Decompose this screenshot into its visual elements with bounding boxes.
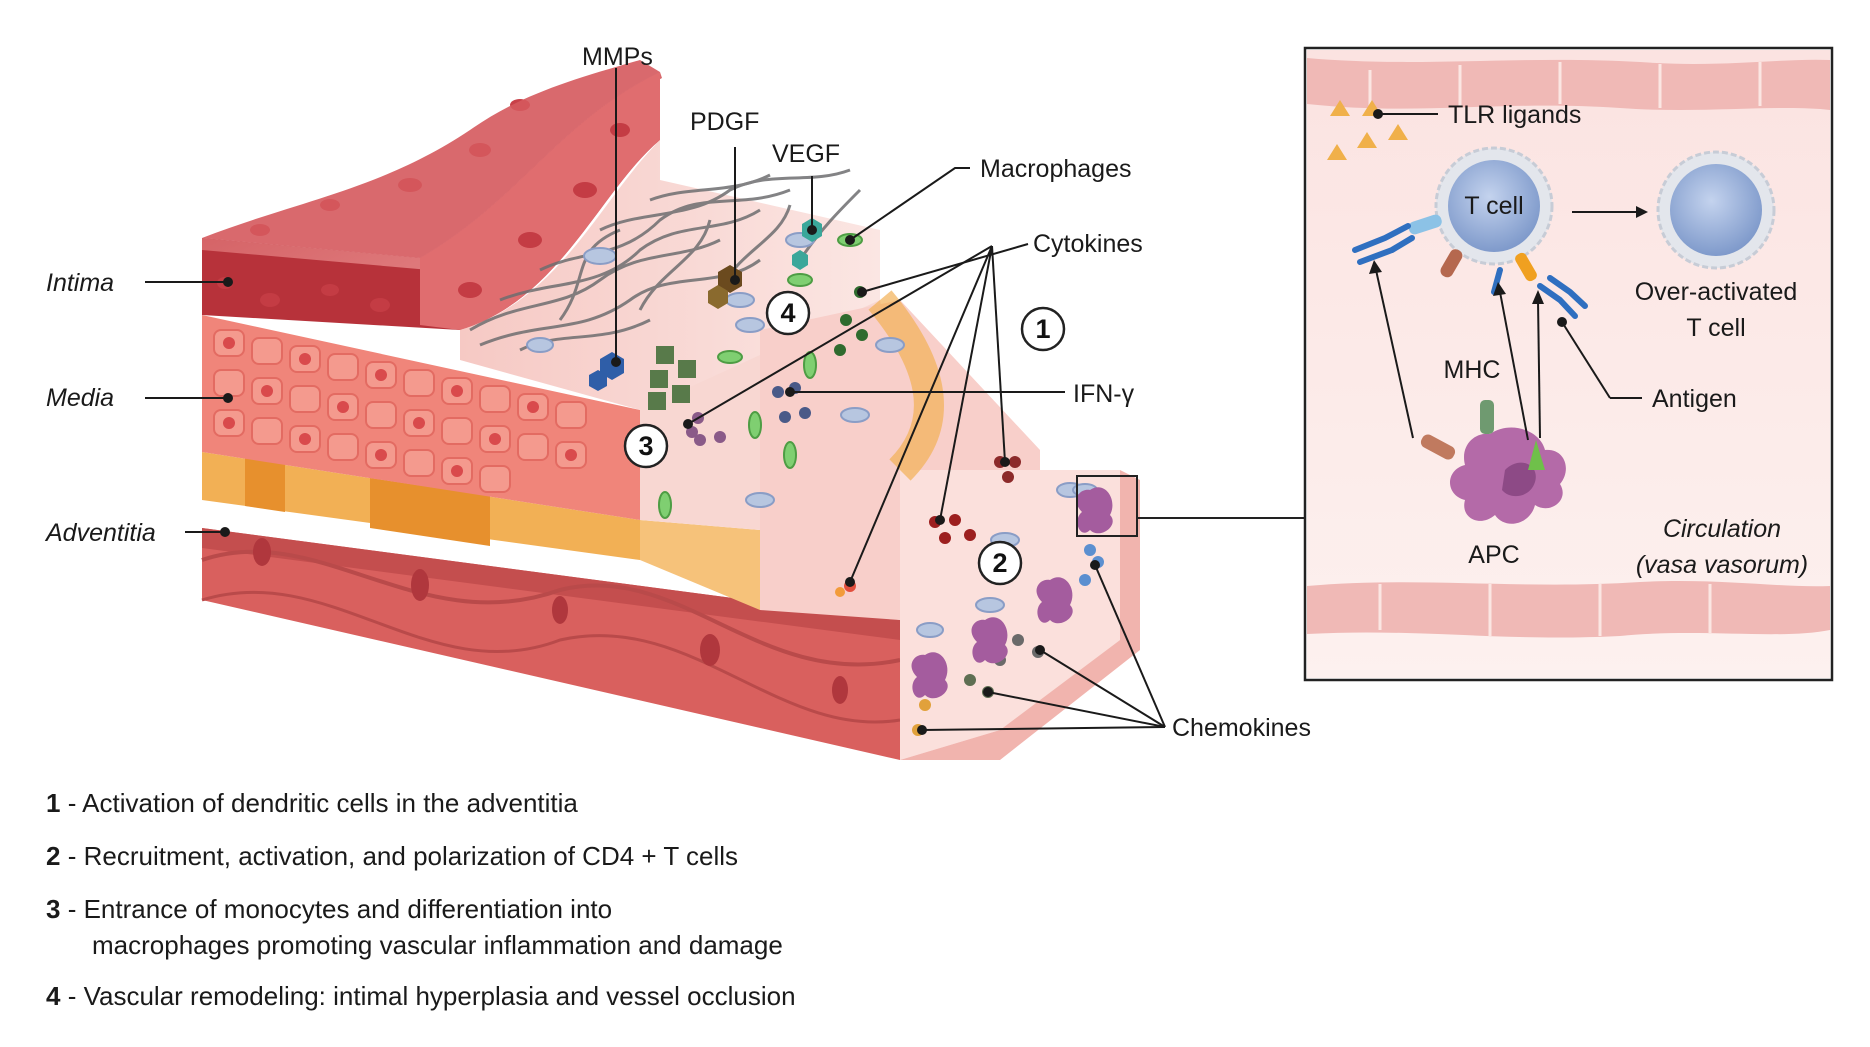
vegf-label: VEGF [772,140,840,168]
intima-label: Intima [46,269,114,297]
over-activated-label-line1: Over-activated [1635,278,1798,306]
tlr-ligands-label: TLR ligands [1448,101,1581,129]
legend-number: 1 [46,788,61,818]
svg-text:1: 1 [1035,314,1050,344]
legend-item-2: 2 - Recruitment, activation, and polariz… [46,838,738,874]
pdgf-label: PDGF [690,108,759,136]
apc-label: APC [1468,541,1519,569]
chemokines-label: Chemokines [1172,714,1311,742]
step-marker-1: 1 [1020,306,1066,352]
legend-number: 3 [46,894,61,924]
adventitia-label: Adventitia [44,519,156,547]
leader-lines [145,68,1166,731]
mhc-label: MHC [1444,356,1501,384]
cytokines-label: Cytokines [1033,230,1143,258]
over-activated-label-line2: T cell [1686,314,1745,342]
legend-text: - Entrance of monocytes and differentiat… [67,894,613,924]
legend-number: 2 [46,841,61,871]
over-activated-t-cell [1656,150,1776,270]
legend-text: - Recruitment, activation, and polarizat… [67,841,739,871]
legend-text: - Vascular remodeling: intimal hyperplas… [67,981,796,1011]
inset-source-box [1076,475,1138,537]
svg-text:2: 2 [992,548,1007,578]
step-marker-4: 4 [765,290,811,336]
svg-text:3: 3 [638,431,653,461]
media-label: Media [46,384,114,412]
step-marker-3: 3 [623,423,669,469]
mmps-label: MMPs [582,43,653,71]
artery-wall-illustration [201,60,1305,760]
step-marker-2: 2 [977,540,1023,586]
legend-item-1: 1 - Activation of dendritic cells in the… [46,785,578,821]
legend-number: 4 [46,981,61,1011]
inset-panel: TLR ligands T cell Over-activated T cell [1303,46,1834,682]
mmp-molecules [589,352,624,391]
legend-item-3: 3 - Entrance of monocytes and differenti… [46,891,783,963]
t-cell-label: T cell [1464,192,1523,220]
circulation-label-line1: Circulation [1663,515,1781,543]
ifn-gamma-label: IFN-γ [1073,380,1135,408]
svg-text:4: 4 [780,298,795,328]
legend-text-continued: macrophages promoting vascular inflammat… [92,930,783,960]
leader-dots [220,225,1100,735]
t-cell [1434,146,1554,266]
macrophages-label: Macrophages [980,155,1131,183]
ifn-gamma-particles [686,382,811,446]
antigen-label: Antigen [1652,385,1737,413]
legend-text: - Activation of dendritic cells in the a… [67,788,578,818]
legend-item-4: 4 - Vascular remodeling: intimal hyperpl… [46,978,796,1014]
growth-factor-squares [648,346,696,410]
dendritic-cells [911,487,1113,699]
circulation-label-line2: (vasa vasorum) [1636,551,1808,579]
